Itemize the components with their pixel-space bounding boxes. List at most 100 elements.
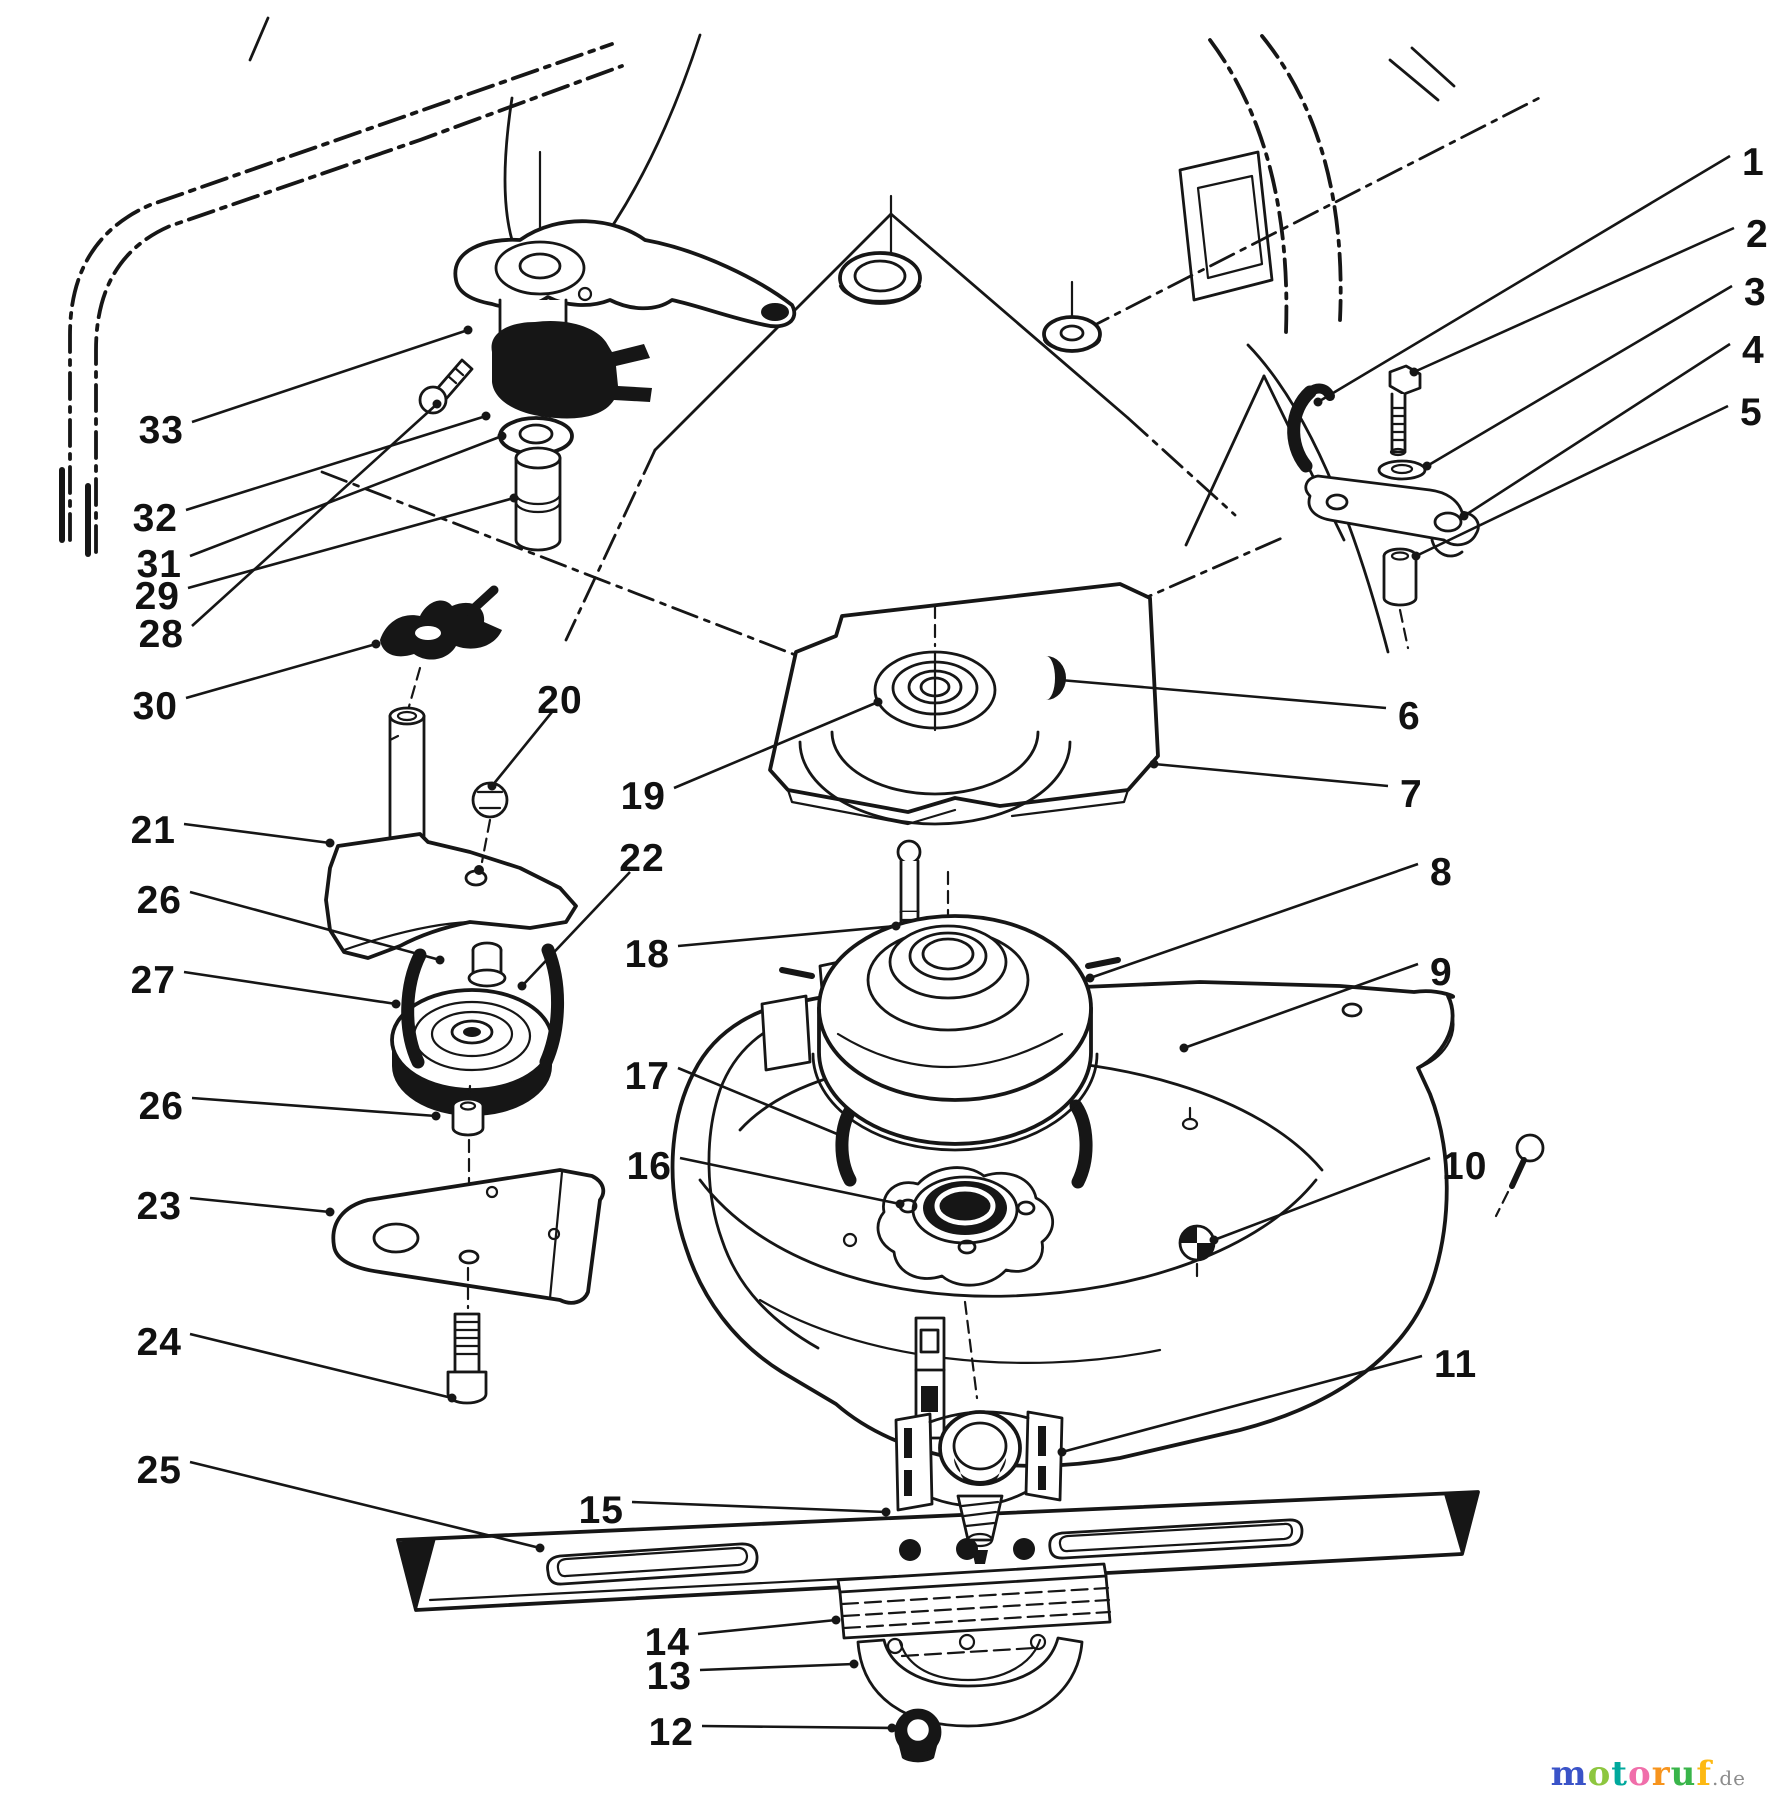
leader-line — [1415, 404, 1729, 558]
leader-dot — [509, 493, 519, 503]
leader-line — [521, 871, 631, 987]
watermark-suffix: .de — [1712, 1766, 1746, 1790]
handle-outline-left — [59, 16, 702, 557]
callout-number-25: 25 — [137, 1449, 182, 1492]
watermark-letter: u — [1670, 1754, 1697, 1794]
deck-washer — [1042, 280, 1102, 353]
watermark-letter: f — [1696, 1754, 1712, 1794]
callout-29: 29 — [135, 493, 519, 618]
spacer-5 — [1382, 547, 1418, 650]
watermark-letter: m — [1550, 1754, 1588, 1794]
leader-dot — [1179, 1043, 1189, 1053]
callout-16: 16 — [627, 1145, 905, 1209]
callout-number-15: 15 — [579, 1489, 624, 1532]
callout-19: 19 — [621, 697, 883, 818]
leader-dot — [432, 399, 442, 409]
callout-21: 21 — [131, 809, 335, 852]
leader-dot — [435, 955, 445, 965]
leader-line — [185, 414, 487, 512]
leader-line — [677, 1066, 843, 1138]
leader-line — [1153, 762, 1389, 788]
leader-dot — [487, 781, 497, 791]
leader-line — [191, 1096, 437, 1118]
leader-dot — [891, 921, 901, 931]
leader-dot — [431, 1111, 441, 1121]
leader-dot — [481, 411, 491, 421]
leader-line — [1059, 678, 1387, 710]
callout-30: 30 — [133, 639, 381, 728]
leader-line — [1317, 154, 1731, 404]
callout-number-5: 5 — [1740, 391, 1763, 434]
blade-driver-11 — [894, 1300, 1064, 1564]
callout-number-27: 27 — [131, 959, 176, 1002]
leader-dot — [535, 1543, 545, 1553]
leader-line — [697, 1618, 837, 1636]
leader-line — [183, 970, 397, 1006]
callout-number-24: 24 — [137, 1321, 182, 1364]
leader-dot — [371, 639, 381, 649]
belt-guide-17 — [835, 1099, 1093, 1189]
callout-number-13: 13 — [647, 1655, 692, 1698]
watermark-letter: o — [1587, 1754, 1612, 1794]
callout-4: 4 — [1459, 329, 1764, 521]
leader-dot — [1459, 511, 1469, 521]
leader-dot — [1409, 367, 1419, 377]
callout-number-6: 6 — [1398, 695, 1421, 738]
leader-line — [187, 496, 515, 590]
callout-2: 2 — [1409, 213, 1768, 377]
callout-number-20: 20 — [537, 679, 582, 722]
callout-number-9: 9 — [1430, 951, 1453, 994]
leader-line — [1463, 342, 1731, 518]
watermark-letter: t — [1611, 1754, 1629, 1794]
leader-line — [189, 1332, 453, 1400]
callout-number-11: 11 — [1434, 1343, 1477, 1386]
callout-number-1: 1 — [1742, 141, 1765, 184]
leader-line — [183, 822, 331, 845]
leader-line — [673, 700, 879, 790]
leader-dot — [1209, 1235, 1219, 1245]
locknut-10 — [1178, 1224, 1216, 1282]
callout-number-28: 28 — [139, 613, 184, 656]
clutch-drum-8 — [779, 870, 1121, 1152]
callout-number-10: 10 — [1442, 1145, 1487, 1188]
callout-number-17: 17 — [625, 1055, 670, 1098]
callout-number-26: 26 — [139, 1085, 184, 1128]
callout-15: 15 — [579, 1489, 891, 1532]
link-arm-4 — [1304, 474, 1480, 558]
blade-cover-13 — [856, 1633, 1084, 1728]
leader-line — [1426, 284, 1733, 468]
leader-dot — [463, 325, 473, 335]
leader-line — [490, 711, 554, 787]
bushing-26a — [467, 941, 507, 988]
leader-line — [189, 1196, 331, 1214]
callout-number-14: 14 — [645, 1621, 690, 1664]
v-belt-22 — [401, 943, 565, 1069]
callout-number-8: 8 — [1430, 851, 1453, 894]
callout-layer: 1234567891011121314151617181920212223242… — [131, 141, 1768, 1754]
bushing-26b — [451, 1084, 485, 1137]
callout-number-12: 12 — [649, 1711, 694, 1754]
leader-line — [1061, 1354, 1423, 1454]
callout-23: 23 — [137, 1185, 335, 1228]
leader-line — [1089, 862, 1419, 980]
leader-dot — [887, 1723, 897, 1733]
callout-number-18: 18 — [625, 933, 670, 976]
hex-bolt-2 — [1388, 364, 1422, 457]
callout-28: 28 — [139, 399, 442, 656]
leader-line — [699, 1662, 855, 1672]
callout-number-31: 31 — [137, 543, 182, 586]
leader-dot — [391, 999, 401, 1009]
leader-dot — [1085, 973, 1095, 983]
callout-1: 1 — [1313, 141, 1765, 407]
callout-6: 6 — [1055, 675, 1421, 738]
leader-line — [191, 403, 438, 627]
callout-31: 31 — [137, 431, 507, 586]
callout-18: 18 — [625, 921, 901, 976]
leader-dot — [1055, 675, 1065, 685]
leader-dot — [517, 981, 527, 991]
idler-bracket-21 — [324, 706, 578, 960]
leader-dot — [325, 838, 335, 848]
leader-line — [185, 642, 377, 700]
